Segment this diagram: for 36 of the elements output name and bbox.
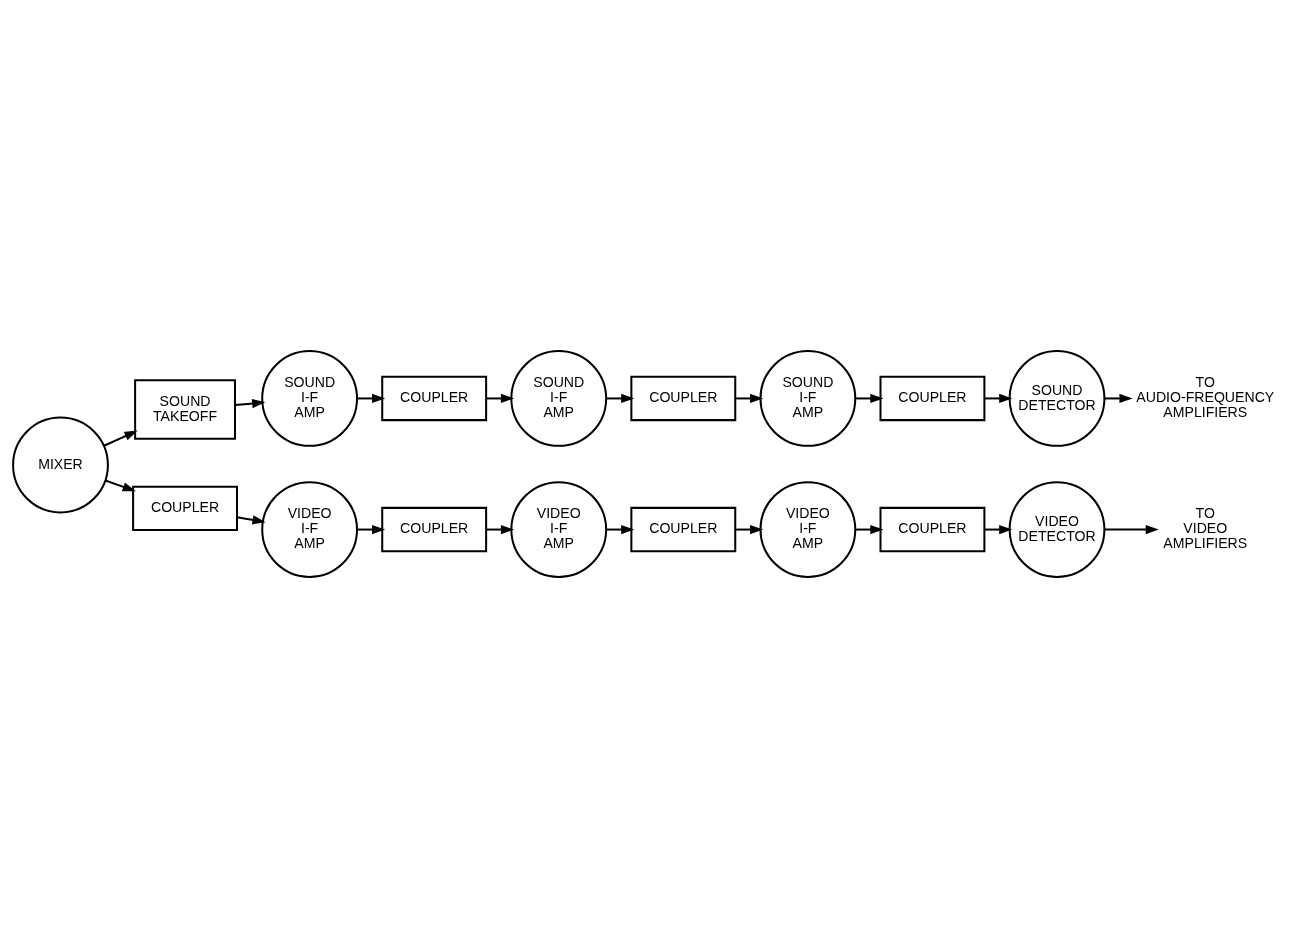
node-text: TO VIDEO AMPLIFIERS xyxy=(1163,504,1248,551)
node-text: TO AUDIO-FREQUENCY AMPLIFIERS xyxy=(1136,373,1275,420)
arrow xyxy=(606,393,635,403)
arrow xyxy=(105,479,136,491)
node-box: COUPLER xyxy=(132,485,238,531)
arrow xyxy=(357,393,386,403)
node-circle: VIDEO I-F AMP xyxy=(510,480,608,578)
node-box: COUPLER xyxy=(630,375,737,421)
node-box: COUPLER xyxy=(879,506,986,552)
node-box: COUPLER xyxy=(630,506,737,552)
node-box: COUPLER xyxy=(381,375,488,421)
arrow xyxy=(735,524,764,534)
arrow xyxy=(606,524,635,534)
arrow xyxy=(855,393,884,403)
node-box: COUPLER xyxy=(381,506,488,552)
node-circle: SOUND DETECTOR xyxy=(1008,349,1106,447)
node-circle: VIDEO I-F AMP xyxy=(759,480,857,578)
node-circle: VIDEO DETECTOR xyxy=(1008,480,1106,578)
arrow xyxy=(486,393,515,403)
arrow xyxy=(486,524,515,534)
arrow xyxy=(357,524,386,534)
arrow xyxy=(237,514,266,524)
node-circle: SOUND I-F AMP xyxy=(759,349,857,447)
arrow xyxy=(1104,524,1159,534)
node-circle: VIDEO I-F AMP xyxy=(261,480,359,578)
arrow xyxy=(103,430,138,447)
arrow xyxy=(735,393,764,403)
arrow xyxy=(984,393,1013,403)
node-box: COUPLER xyxy=(879,375,986,421)
arrow xyxy=(984,524,1013,534)
arrow xyxy=(855,524,884,534)
node-circle: MIXER xyxy=(12,416,109,513)
node-circle: SOUND I-F AMP xyxy=(261,349,359,447)
arrow xyxy=(235,398,266,408)
node-circle: SOUND I-F AMP xyxy=(510,349,608,447)
node-box: SOUND TAKEOFF xyxy=(134,378,236,440)
